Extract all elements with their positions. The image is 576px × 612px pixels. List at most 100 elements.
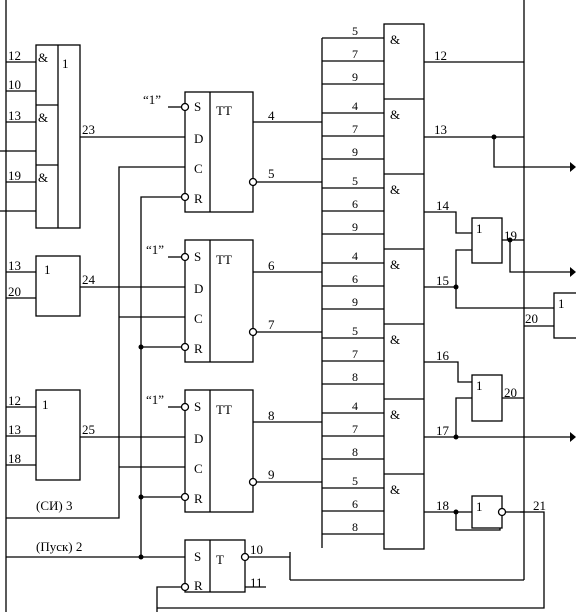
wire-label: 25: [82, 422, 95, 437]
wire-label: 5: [268, 166, 275, 181]
and-gate-21: 1: [471, 495, 503, 529]
pin-label: D: [194, 431, 203, 446]
pin-label: R: [194, 191, 203, 206]
wire-label: 21: [533, 498, 546, 513]
and-input-label: 5: [352, 474, 358, 488]
and-input-label: 8: [352, 445, 358, 459]
or-gate-25: 1: [35, 389, 81, 481]
and-input-label: 8: [352, 370, 358, 384]
wire-label: 12: [8, 48, 21, 63]
wire-label: 4: [268, 108, 275, 123]
and-input-label: 4: [352, 249, 358, 263]
and-gate-bank: & 5 7 9 & 4 7 9 & 5 6 9 & 4 6 9 & 5 7 8 & 4 7 8 & 5 6 8: [322, 23, 425, 550]
pin-label: C: [194, 311, 203, 326]
and-symbol: 1: [476, 499, 483, 514]
and-input-label: 6: [352, 272, 358, 286]
pin-label: C: [194, 161, 203, 176]
and-input-label: 7: [352, 347, 358, 361]
constant-one-label: “1”: [143, 92, 161, 107]
and-symbol: &: [390, 482, 400, 497]
trigger-type: TT: [216, 252, 232, 267]
or-gate-20: 1: [471, 374, 503, 422]
pin-label: S: [194, 249, 201, 264]
pin-label: D: [194, 131, 203, 146]
or-symbol: 1: [476, 221, 483, 236]
and-input-label: 5: [352, 324, 358, 338]
pin-label: R: [194, 341, 203, 356]
and-input-label: 9: [352, 295, 358, 309]
and-input-label: 7: [352, 122, 358, 136]
and-input-label: 6: [352, 497, 358, 511]
or-symbol: 1: [42, 397, 49, 412]
and-input-label: 5: [352, 24, 358, 38]
wire-label: 13: [8, 422, 21, 437]
pin-label: S: [194, 99, 201, 114]
and-input-label: 9: [352, 70, 358, 84]
trigger-type: TT: [216, 402, 232, 417]
and-symbol: &: [390, 407, 400, 422]
wire-label: 23: [82, 122, 95, 137]
wire-label: 24: [82, 272, 96, 287]
and-symbol: &: [390, 257, 400, 272]
or-gate-24: 1: [35, 255, 81, 317]
and-input-label: 5: [352, 174, 358, 188]
and-input-label: 7: [352, 47, 358, 61]
pin-label: R: [194, 578, 203, 593]
and-symbol: &: [390, 332, 400, 347]
or-symbol: 1: [476, 378, 483, 393]
trigger-type: TT: [216, 103, 232, 118]
constant-one-label: “1”: [146, 242, 164, 257]
wire-label: 10: [250, 542, 263, 557]
and-symbol: &: [390, 182, 400, 197]
wire-label: 11: [250, 575, 263, 590]
wire-label: 15: [436, 273, 449, 288]
pin-label: S: [194, 549, 201, 564]
and-input-label: 7: [352, 422, 358, 436]
and-symbol: &: [38, 170, 48, 185]
pin-label: S: [194, 399, 201, 414]
and-input-label: 4: [352, 99, 358, 113]
pin-label: C: [194, 461, 203, 476]
wire-label: 20: [8, 284, 21, 299]
wire-label: 14: [436, 198, 450, 213]
wire-label: 12: [8, 393, 21, 408]
wire-label: 19: [8, 168, 21, 183]
wire-label: 12: [434, 48, 447, 63]
and-input-label: 8: [352, 520, 358, 534]
wire-label: 13: [8, 108, 21, 123]
trigger-type: T: [216, 552, 224, 567]
or-symbol: 1: [558, 296, 565, 311]
start-trigger: S R T: [180, 539, 250, 593]
wire-label: 18: [8, 451, 21, 466]
and-symbol: &: [390, 107, 400, 122]
or-symbol: 1: [62, 56, 69, 71]
and-symbol: &: [38, 110, 48, 125]
pin-label: R: [194, 491, 203, 506]
wire-label: 17: [436, 423, 450, 438]
and-input-label: 9: [352, 220, 358, 234]
and-input-label: 9: [352, 145, 358, 159]
pin-label: D: [194, 281, 203, 296]
wire-label: 20: [525, 311, 538, 326]
wire-label: 8: [268, 408, 275, 423]
or-gate-20-right: 1: [553, 292, 576, 339]
wire-label: 10: [8, 77, 21, 92]
jk-trigger-2: S D C R TT: [180, 239, 258, 363]
wire-label: 19: [504, 228, 517, 243]
wire-label: 18: [436, 498, 449, 513]
and-or-gate-23: & & & 1: [35, 44, 81, 229]
and-input-label: 6: [352, 197, 358, 211]
si-label: (СИ) 3: [36, 498, 72, 513]
and-symbol: &: [390, 32, 400, 47]
wire-label: 9: [268, 467, 275, 482]
constant-one-label: “1”: [146, 392, 164, 407]
and-input-label: 4: [352, 399, 358, 413]
and-bank-frame: [383, 23, 425, 550]
or-gate-19: 1: [471, 217, 503, 264]
wire-label: 20: [504, 385, 517, 400]
jk-trigger-3: S D C R TT: [180, 389, 258, 513]
wire-label: 7: [268, 317, 275, 332]
and-symbol: &: [38, 50, 48, 65]
